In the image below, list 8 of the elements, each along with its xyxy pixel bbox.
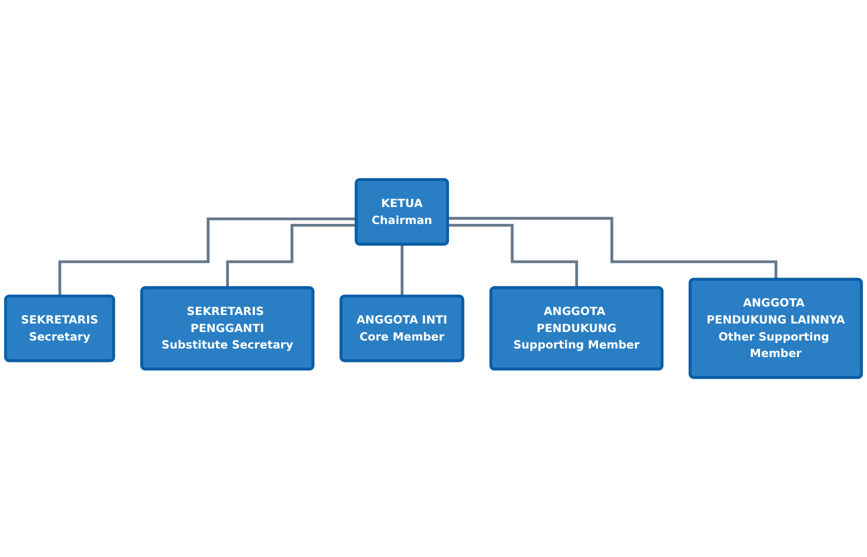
position-box: ANGGOTA PENDUKUNG Supporting Member bbox=[489, 286, 664, 370]
position-box: SEKRETARIS PENGGANTI Substitute Secretary bbox=[140, 286, 314, 370]
connector-line bbox=[226, 224, 357, 290]
connector-line bbox=[448, 224, 578, 290]
position-box: SEKRETARIS Secretary bbox=[4, 294, 116, 362]
position-box: ANGGOTA PENDUKUNG LAINNYA Other Supporting Member bbox=[688, 278, 863, 379]
position-box: KETUA Chairman bbox=[354, 178, 449, 246]
position-box: ANGGOTA INTI Core Member bbox=[340, 294, 464, 362]
